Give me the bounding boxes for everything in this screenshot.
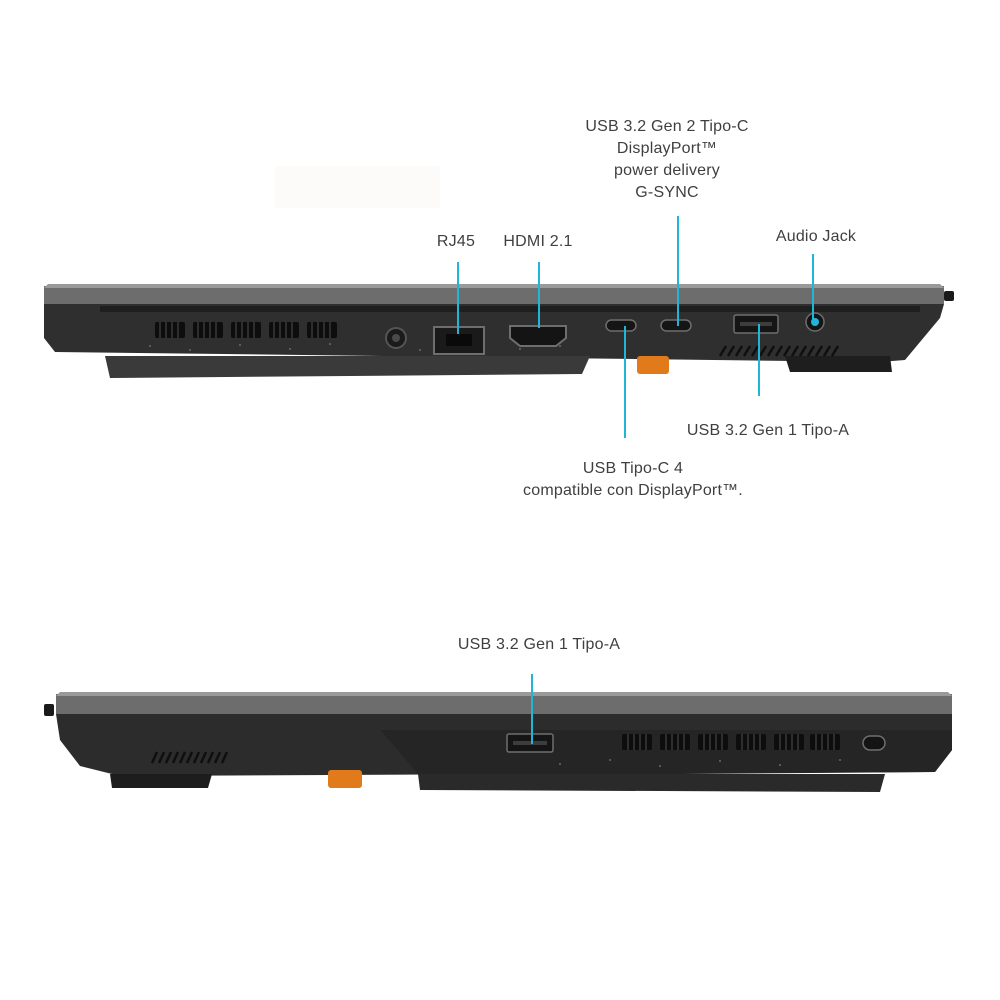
leader-usb-c4: [624, 326, 626, 438]
callout-usb-a-gen1-top: USB 3.2 Gen 1 Tipo-A: [686, 422, 850, 439]
audio-jack-icon: [805, 312, 825, 332]
callout-audio-jack: Audio Jack: [775, 228, 857, 245]
callout-usb-c-gen2-line3: power delivery: [614, 162, 720, 179]
orange-foot: [637, 356, 669, 374]
callout-rj45: RJ45: [436, 233, 476, 250]
laptop-left-side: [44, 692, 952, 792]
callout-usb-c-gen2-line4: G-SYNC: [635, 184, 699, 201]
callout-usb-a-gen1-bottom: USB 3.2 Gen 1 Tipo-A: [457, 636, 621, 653]
leader-hdmi: [538, 262, 540, 328]
callout-hdmi: HDMI 2.1: [503, 233, 573, 250]
ethernet-icon: [433, 326, 485, 355]
leader-usb-a-gen1-bottom: [531, 674, 533, 744]
callout-usb-c4: USB Tipo-C 4 compatible con DisplayPort™…: [523, 458, 743, 502]
orange-foot: [328, 770, 362, 788]
kensington-lock-icon: [862, 735, 886, 751]
usb-a-icon: [506, 733, 554, 753]
callout-usb-c-gen2: USB 3.2 Gen 2 Tipo-C DisplayPort™ power …: [585, 116, 748, 204]
callout-usb-c4-line1: USB Tipo-C 4: [582, 460, 684, 477]
callout-usb-c4-line2: compatible con DisplayPort™.: [523, 482, 743, 499]
hdmi-icon: [509, 325, 567, 347]
usb-c-icon: [605, 319, 637, 332]
callout-usb-c-gen2-line2: DisplayPort™: [616, 140, 718, 157]
vent-grille-left: [155, 322, 337, 338]
laptop-right-side: [44, 284, 954, 378]
leader-audio-jack: [812, 254, 814, 322]
dc-in-icon: [385, 327, 407, 349]
callout-usb-c-gen2-line1: USB 3.2 Gen 2 Tipo-C: [585, 118, 749, 135]
leader-usb-a-gen1-top: [758, 324, 760, 396]
usb-a-icon: [733, 314, 779, 334]
background-patch: [275, 166, 440, 208]
leader-usb-c-gen2: [677, 216, 679, 326]
leader-rj45: [457, 262, 459, 334]
usb-c-icon: [660, 319, 692, 332]
